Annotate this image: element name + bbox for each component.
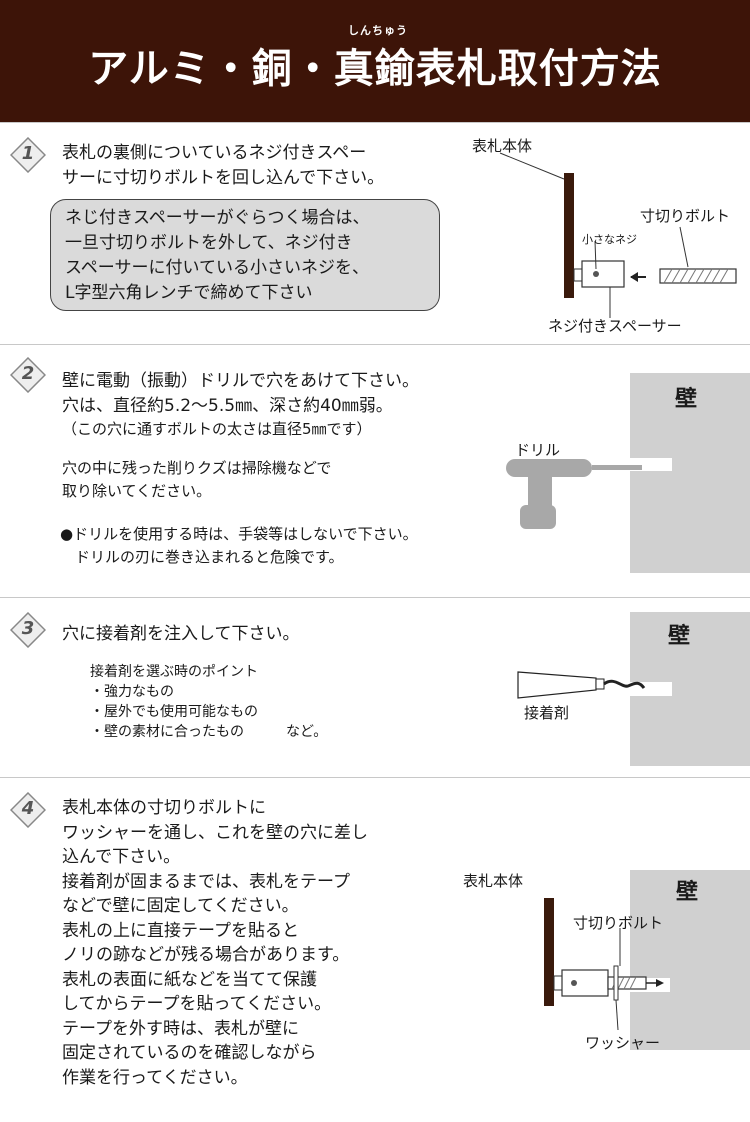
label-bolt: 寸切りボルト (573, 914, 664, 932)
wall-shape (630, 870, 750, 1050)
step-3-text: 穴に接着剤を注入して下さい。 (62, 624, 300, 644)
diamond-icon (9, 136, 47, 174)
step-4-section: 4 表札本体の寸切りボルトに ワッシャーを通し、これを壁の穴に差し 込んで下さい… (0, 777, 750, 1122)
step-3-badge: 3 (9, 611, 47, 649)
step-4-illustration (544, 870, 750, 1050)
step-3-section: 3 穴に接着剤を注入して下さい。 接着剤を選ぶ時のポイント ・強力なもの ・屋外… (0, 597, 750, 777)
step-4-badge: 4 (9, 791, 47, 829)
label-washer: ワッシャー (585, 1034, 661, 1052)
step-4-text: 表札本体の寸切りボルトに ワッシャーを通し、これを壁の穴に差し 込んで下さい。 … (62, 798, 368, 1088)
page-title: アルミ・銅・真鍮表札取付方法 (88, 46, 662, 92)
label-spacer: ネジ付きスペーサー (548, 317, 682, 335)
drill-label: ドリル (515, 441, 561, 459)
glue-tube (517, 671, 597, 699)
step-3-tips: 接着剤を選ぶ時のポイント ・強力なもの ・屋外でも使用可能なもの ・壁の素材に合… (90, 664, 328, 740)
label-plate-body: 表札本体 (463, 872, 524, 890)
step-2-text: 壁に電動（振動）ドリルで穴をあけて下さい。 穴は、直径約5.2〜5.5㎜、深さ約… (62, 371, 419, 438)
diamond-icon (9, 611, 47, 649)
washer-shape (613, 965, 619, 1001)
drill-body (506, 459, 592, 477)
diamond-icon (9, 791, 47, 829)
label-plate-body: 表札本体 (472, 137, 533, 155)
label-small-screw: 小さなネジ (582, 233, 637, 246)
step-2-section: 2 壁に電動（振動）ドリルで穴をあけて下さい。 穴は、直径約5.2〜5.5㎜、深… (0, 344, 750, 597)
title-ruby: しんちゅう (348, 24, 408, 37)
step-2-warning: ●ドリルを使用する時は、手袋等はしないで下さい。 ドリルの刃に巻き込まれると危険… (60, 525, 418, 566)
step-1-badge: 1 (9, 136, 47, 174)
spacer-shape (581, 260, 625, 288)
wall-shape (630, 373, 750, 573)
label-bolt: 寸切りボルト (640, 207, 731, 225)
step-3-illustration (517, 612, 750, 766)
step-2-illustration (506, 373, 750, 573)
wall-label: 壁 (675, 387, 698, 412)
step-2-badge: 2 (9, 356, 47, 394)
wall-label: 壁 (668, 624, 691, 649)
spacer-shape (561, 969, 609, 997)
plate-shape (544, 898, 554, 1006)
diamond-icon (9, 356, 47, 394)
plate-shape (564, 173, 574, 298)
step-2-text-b: 穴の中に残った削りクズは掃除機などで 取り除いてください。 (62, 459, 332, 500)
bolt-shape (659, 268, 737, 284)
wall-label: 壁 (676, 880, 699, 905)
header-banner (0, 0, 750, 122)
step-1-note: ネじ付きスペーサーがぐらつく場合は、 一旦寸切りボルトを外して、ネジ付き スペー… (50, 199, 440, 311)
step-1-illustration (499, 152, 737, 318)
step-1-text: 表札の裏側についているネジ付きスペー サーに寸切りボルトを回し込んで下さい。 (62, 143, 385, 188)
step-1-section: 1 表札の裏側についているネジ付きスペー サーに寸切りボルトを回し込んで下さい。… (0, 122, 750, 344)
glue-label: 接着剤 (524, 704, 570, 722)
